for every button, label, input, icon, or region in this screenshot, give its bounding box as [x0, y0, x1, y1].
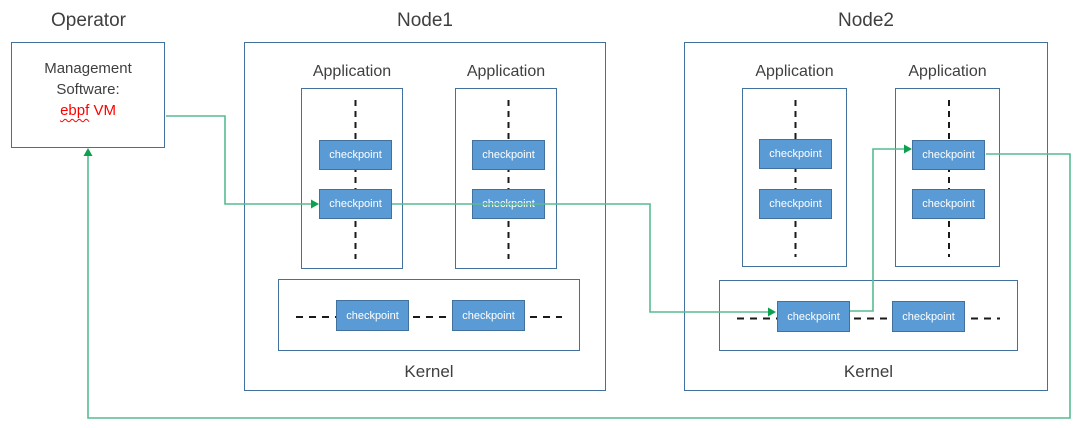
node2-app1-label: Application	[755, 63, 834, 80]
node1-kernel-checkpoint-1: checkpoint	[336, 300, 409, 331]
node1-app1-label: Application	[312, 63, 392, 80]
node1-app1-box	[301, 88, 403, 269]
arrowhead-into-operator	[83, 148, 93, 156]
node1-app1-checkpoint-1: checkpoint	[319, 140, 392, 170]
node2-app1-box	[742, 88, 847, 267]
node1-kernel-checkpoint-2: checkpoint	[452, 300, 525, 331]
node2-title: Node2	[838, 10, 894, 31]
node1-app2-box	[455, 88, 557, 269]
node2-kernel-checkpoint-2: checkpoint	[892, 301, 965, 332]
vm-word: VM	[93, 102, 116, 119]
operator-box-text: Management Software: ebpf VM	[11, 58, 165, 121]
node1-title: Node1	[397, 10, 453, 31]
operator-box	[11, 42, 165, 148]
node2-app1-checkpoint-2: checkpoint	[759, 189, 832, 219]
node2-app2-checkpoint-2: checkpoint	[912, 189, 985, 219]
node1-app2-label: Application	[466, 63, 546, 80]
node2-kernel-label: Kernel	[843, 362, 894, 381]
node1-kernel-box	[278, 279, 580, 351]
node2-app2-label: Application	[908, 63, 987, 80]
node2-kernel-box	[719, 280, 1018, 351]
operator-title: Operator	[51, 10, 126, 31]
node1-app1-checkpoint-2: checkpoint	[319, 189, 392, 219]
node2-app1-checkpoint-1: checkpoint	[759, 139, 832, 169]
node1-app2-checkpoint-1: checkpoint	[472, 140, 545, 170]
management-line1: Management	[44, 60, 132, 77]
ebpf-word: ebpf	[60, 102, 90, 119]
ebpf-vm-line: ebpf VM	[11, 100, 165, 121]
node2-app2-box	[895, 88, 1000, 267]
node2-kernel-checkpoint-1: checkpoint	[777, 301, 850, 332]
management-line2: Software:	[56, 81, 120, 98]
node1-kernel-label: Kernel	[404, 362, 454, 381]
node2-app2-checkpoint-1: checkpoint	[912, 140, 985, 170]
node1-app2-checkpoint-2: checkpoint	[472, 189, 545, 219]
